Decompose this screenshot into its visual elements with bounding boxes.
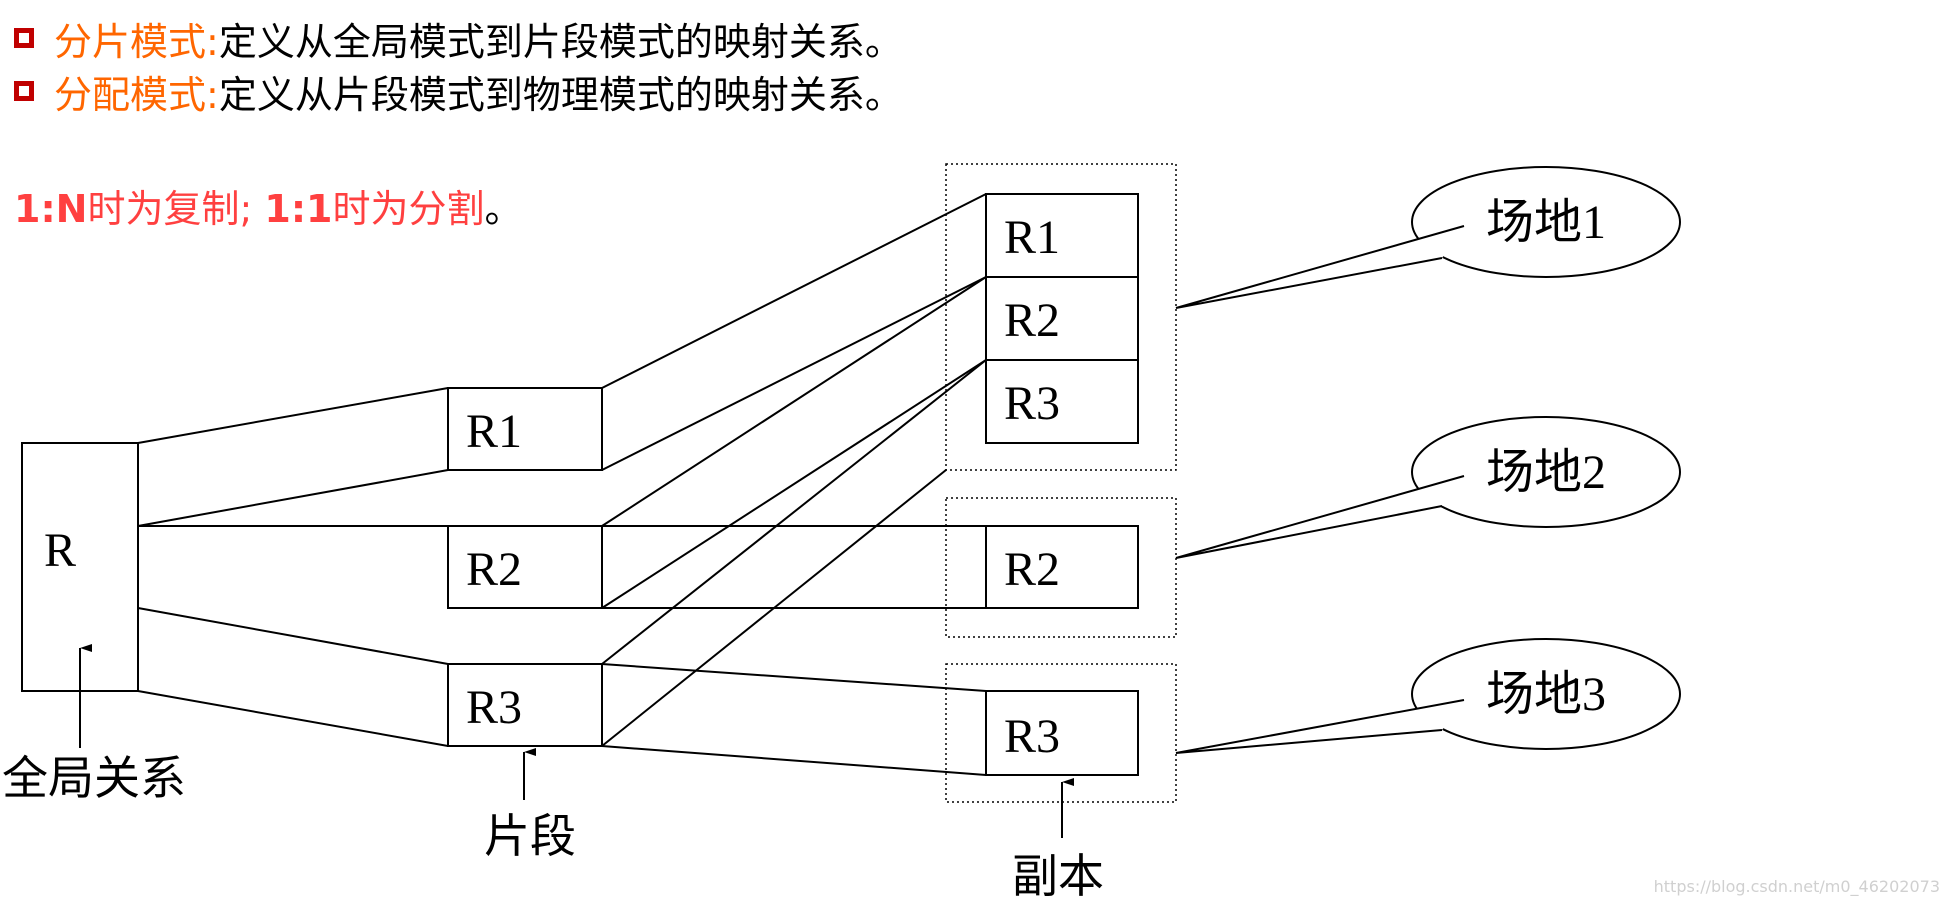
site2-r2-label: R2 bbox=[1004, 543, 1060, 596]
square-bullet-icon bbox=[14, 28, 34, 48]
site1-r1-label: R1 bbox=[1004, 211, 1060, 264]
site3-boundary bbox=[945, 663, 1177, 803]
global-relation-label: R bbox=[44, 524, 76, 577]
allocation-lines bbox=[601, 193, 987, 776]
fragment-r1-box bbox=[447, 387, 603, 471]
fragment-r3-label: R3 bbox=[466, 681, 522, 734]
allocation-term: 分配模式: bbox=[54, 72, 219, 117]
replication-text: 时为复制 bbox=[87, 187, 240, 231]
fragment-r3-box bbox=[447, 663, 603, 747]
site3-cell-r3 bbox=[985, 690, 1139, 776]
site1-callout-label: 场地1 bbox=[1486, 196, 1606, 249]
site3-callout-bubble bbox=[1411, 638, 1681, 750]
ratio-one-to-n: 1:N bbox=[14, 187, 88, 231]
replica-caption: 副本 bbox=[1012, 849, 1104, 900]
site1-callout-bubble bbox=[1411, 166, 1681, 278]
watermark: https://blog.csdn.net/m0_46202073 bbox=[1653, 877, 1940, 896]
fragment-caption: 片段 bbox=[484, 809, 576, 863]
fragmentation-desc: 定义从全局模式到片段模式的映射关系。 bbox=[218, 19, 903, 64]
header-line-fragmentation: 分片模式: 定义从全局模式到片段模式的映射关系。 bbox=[14, 13, 903, 64]
square-bullet-icon bbox=[14, 81, 34, 101]
site2-cell-r2 bbox=[985, 525, 1139, 609]
partition-text: 时为分割 bbox=[332, 187, 485, 231]
site3-callout-label: 场地3 bbox=[1486, 668, 1606, 721]
site2-callout-label: 场地2 bbox=[1486, 446, 1606, 499]
replication-note: 1:N时为复制; 1:1时为分割。 bbox=[14, 178, 522, 233]
fragment-r2-label: R2 bbox=[466, 543, 522, 596]
callout-pointers bbox=[1175, 225, 1465, 754]
site1-r2-label: R2 bbox=[1004, 294, 1060, 347]
site1-cell-r3 bbox=[985, 359, 1139, 444]
global-relation-caption: 全局关系 bbox=[2, 751, 186, 805]
fragment-r1-label: R1 bbox=[466, 405, 522, 458]
allocation-desc: 定义从片段模式到物理模式的映射关系。 bbox=[218, 72, 903, 117]
note-end: 。 bbox=[484, 187, 523, 231]
fragment-r2-box bbox=[447, 525, 603, 609]
site1-r3-label: R3 bbox=[1004, 377, 1060, 430]
site2-boundary bbox=[945, 497, 1177, 638]
header-line-allocation: 分配模式: 定义从片段模式到物理模式的映射关系。 bbox=[14, 66, 903, 117]
site1-boundary bbox=[945, 163, 1177, 471]
site2-callout-bubble bbox=[1411, 416, 1681, 528]
site3-r3-label: R3 bbox=[1004, 710, 1060, 763]
note-separator: ; bbox=[239, 187, 253, 231]
ratio-one-to-one: 1:1 bbox=[264, 187, 333, 231]
fragmentation-lines bbox=[137, 387, 449, 747]
fragmentation-term: 分片模式: bbox=[54, 19, 219, 64]
